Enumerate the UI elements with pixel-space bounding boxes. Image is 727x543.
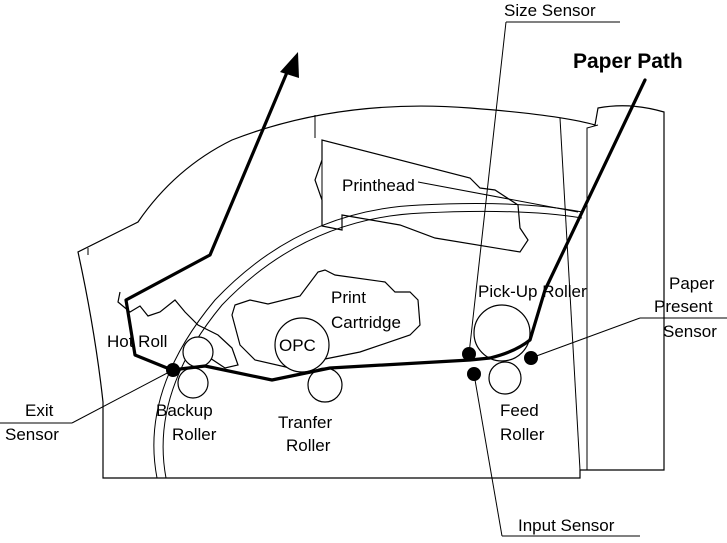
label-print-cartridge-2: Cartridge [331,313,401,332]
label-input-sensor: Input Sensor [518,516,615,535]
label-exit-sensor-2: Sensor [5,425,59,444]
label-hot-roll: Hot Roll [107,332,167,351]
paper-exit-arrow [280,52,299,78]
diagram-title: Paper Path [573,50,683,73]
label-exit-sensor-1: Exit [25,401,54,420]
label-feed-roller-1: Feed [500,401,539,420]
feed-roller [488,361,522,395]
label-backup-roller-2: Roller [172,425,217,444]
label-paper-present-3: Sensor [663,322,717,341]
label-tranfer-roller-2: Roller [286,436,331,455]
label-paper-present-2: Present [654,297,713,316]
label-tranfer-roller-1: Tranfer [278,413,333,432]
label-opc: OPC [279,336,316,355]
label-pickup-roller: Pick-Up Roller [478,282,587,301]
printhead-unit [314,139,529,253]
printer-housing [77,105,665,479]
rollers [177,304,531,403]
label-paper-present-1: Paper [669,274,715,293]
pickup-roller [473,304,531,362]
fuser-bracket [117,291,239,369]
hot-roll [182,336,214,368]
backup-roller [177,367,209,399]
label-backup-roller-1: Backup [156,401,213,420]
label-print-cartridge-1: Print [331,288,366,307]
paper-path [124,52,647,382]
label-feed-roller-2: Roller [500,425,545,444]
leader-lines [0,21,727,537]
label-printhead: Printhead [342,176,415,195]
print-cartridge [231,269,421,369]
label-size-sensor: Size Sensor [504,1,596,20]
labels: Paper Path Size Sensor Printhead Print C… [5,1,717,535]
opc-drum [274,317,330,373]
inner-paper-guides [153,203,583,479]
